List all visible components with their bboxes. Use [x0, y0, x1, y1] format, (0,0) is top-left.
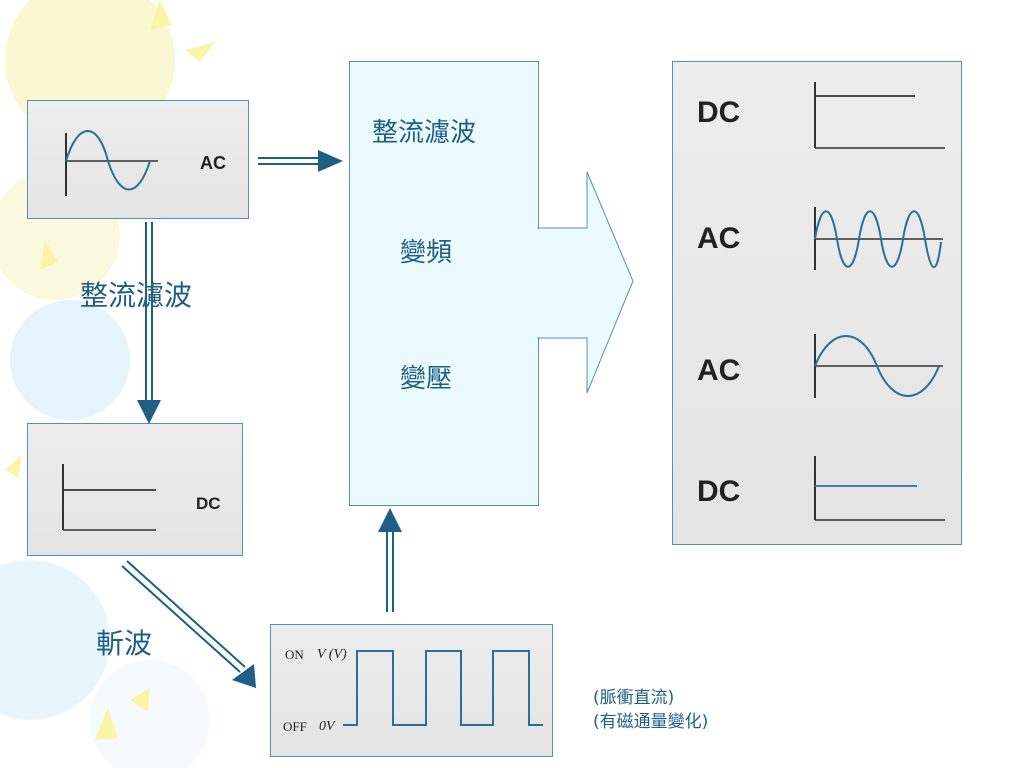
note-flux-change: (有磁通量變化)	[593, 712, 709, 732]
arrow-label-chop: 斬波	[96, 627, 153, 660]
output-panel: DC AC AC DC	[672, 61, 962, 545]
process-item-rectify: 整流濾波	[372, 118, 477, 148]
arrow-pulse-to-process	[378, 508, 402, 612]
sine-wave-icon	[65, 130, 158, 196]
process-item-frequency: 變頻	[400, 238, 453, 268]
output-waveforms	[814, 82, 945, 521]
output-label-ac-1: AC	[697, 222, 741, 255]
output-label-dc-1: DC	[697, 96, 741, 129]
output-label-dc-2: DC	[697, 475, 741, 508]
arrow-dc-to-pulse	[121, 560, 256, 688]
arrow-ac-to-dc	[137, 222, 161, 424]
arrow-label-rectify: 整流濾波	[80, 279, 193, 312]
process-item-voltage: 變壓	[400, 364, 453, 394]
arrow-ac-to-process	[258, 150, 343, 172]
pulse-panel: ON OFF V (V) 0V	[270, 624, 553, 757]
dc-waveform-icon-2	[814, 456, 945, 521]
note-pulse-dc: (脈衝直流)	[593, 688, 675, 708]
pulse-note: (脈衝直流) (有磁通量變化)	[593, 686, 708, 734]
ac-low-frequency-icon	[814, 334, 943, 398]
pulse-v-high-label: V (V)	[317, 647, 347, 662]
square-wave-icon	[343, 650, 543, 726]
dc-label: DC	[196, 494, 221, 513]
ac-high-frequency-icon	[814, 207, 943, 270]
pulse-off-label: OFF	[283, 719, 307, 734]
pulse-on-label: ON	[285, 647, 304, 662]
ac-input-panel: AC	[27, 100, 249, 219]
pulse-v-low-label: 0V	[319, 719, 335, 734]
process-box	[349, 61, 539, 506]
output-label-ac-2: AC	[697, 354, 741, 387]
dc-panel: DC	[27, 423, 243, 556]
dc-graph-icon	[62, 464, 156, 531]
dc-waveform-icon	[814, 82, 945, 149]
ac-label: AC	[200, 153, 226, 173]
